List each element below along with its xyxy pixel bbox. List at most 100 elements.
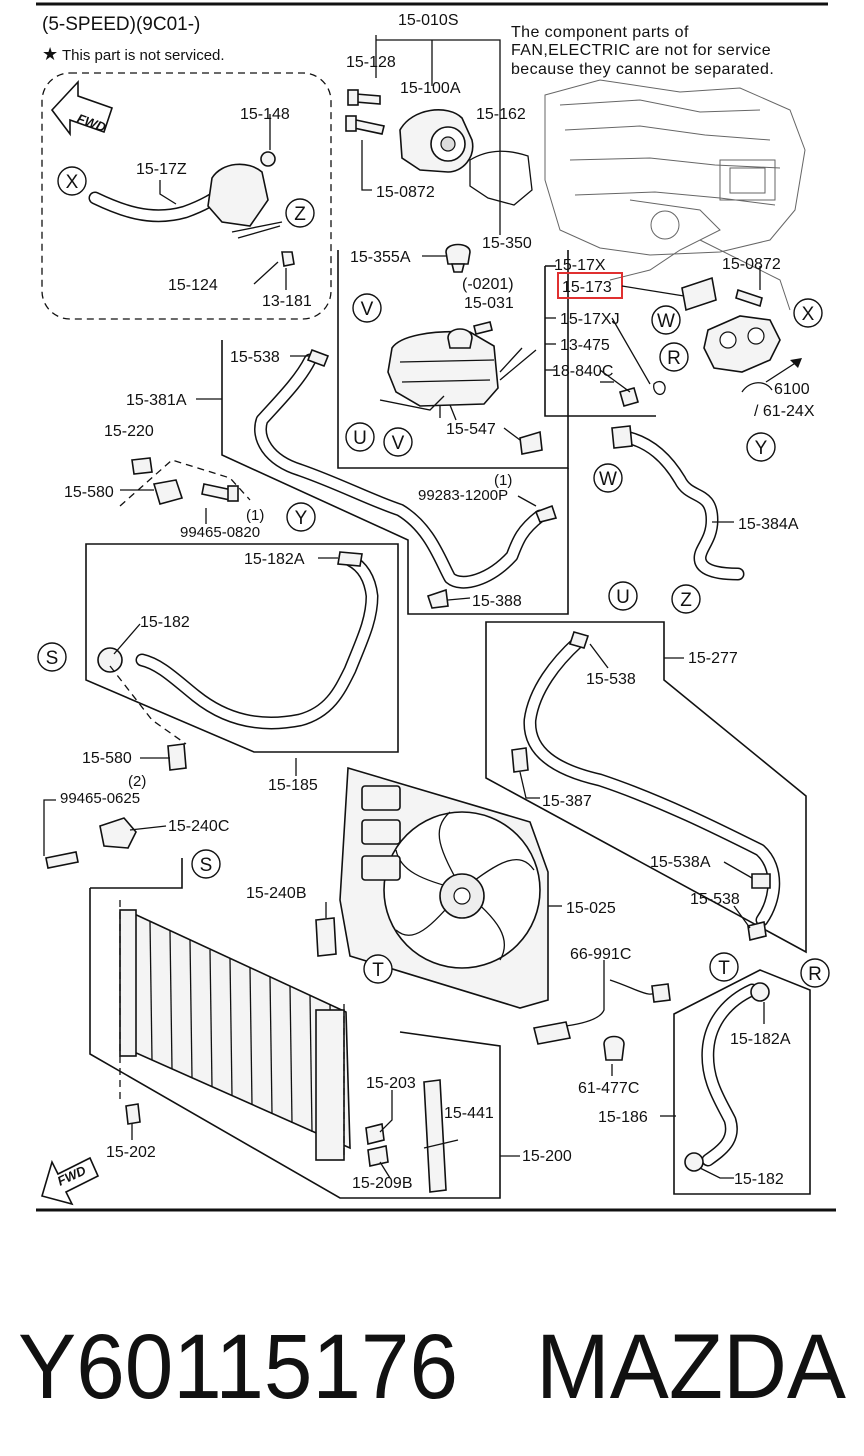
clip-15-387 <box>511 747 529 773</box>
callout-X-left: X <box>57 166 87 196</box>
callout-Z-inset: Z <box>285 198 315 228</box>
callout-Y-left: Y <box>286 502 316 532</box>
label-15-547: 15-547 <box>446 421 496 438</box>
callout-S-left: S <box>37 642 67 672</box>
note-line-2: FAN,ELECTRIC are not for service <box>511 42 771 59</box>
label-15-538-b: 15-538 <box>586 671 636 688</box>
bushing-15-240B <box>315 917 337 957</box>
hose-15-185-box <box>85 543 399 753</box>
svg-text:V: V <box>392 433 405 454</box>
plug-15-203 <box>365 1123 385 1145</box>
label-15-100A: 15-100A <box>400 80 461 97</box>
thermostat-box <box>544 265 656 417</box>
label-15-031: 15-031 <box>464 295 514 312</box>
fwd-arrow-bottom: FWD <box>41 1156 100 1206</box>
label-15-182A-b: 15-182A <box>730 1031 791 1048</box>
label-13-181: 13-181 <box>262 293 312 310</box>
label-61-477C: 61-477C <box>578 1080 639 1097</box>
shroud-vents <box>361 785 401 881</box>
callout-V-reservoir: V <box>383 427 413 457</box>
label-15-17Z: 15-17Z <box>136 161 187 178</box>
svg-text:T: T <box>372 960 384 981</box>
callout-U-mid: U <box>608 581 638 611</box>
label-15-025: 15-025 <box>566 900 616 917</box>
radiator-box <box>89 858 501 1199</box>
label-15-538-c: 15-538 <box>690 891 740 908</box>
clamp-15-182A-bottom <box>750 982 770 1002</box>
sensor-18-840C <box>619 387 639 407</box>
gasket-15-162 <box>469 150 533 206</box>
svg-text:T: T <box>718 958 730 979</box>
callout-U-reservoir: U <box>345 422 375 452</box>
svg-text:V: V <box>361 299 374 320</box>
label-15-388: 15-388 <box>472 593 522 610</box>
o-ring-13-475 <box>653 380 666 396</box>
mount-15-580-top <box>152 479 184 505</box>
label-15-350: 15-350 <box>482 235 532 252</box>
svg-text:X: X <box>66 172 79 193</box>
svg-text:Z: Z <box>680 590 692 611</box>
label-15-182-b: 15-182 <box>734 1171 784 1188</box>
gasket-15-173 <box>681 276 717 312</box>
label-15-387: 15-387 <box>542 793 592 810</box>
clamp-15-182A-top <box>337 551 363 567</box>
reservoir-tank <box>387 330 499 407</box>
svg-text:Z: Z <box>294 204 306 225</box>
legend-text: This part is not serviced. <box>62 47 225 64</box>
svg-text:U: U <box>616 587 630 608</box>
callout-W-mid: W <box>593 463 623 493</box>
callout-R-top: R <box>659 342 689 372</box>
clamp-15-182-bottom <box>684 1152 704 1172</box>
label-15-0872-a: 15-0872 <box>376 184 435 201</box>
label-15-186: 15-186 <box>598 1109 648 1126</box>
label-15-240B: 15-240B <box>246 885 307 902</box>
svg-text:R: R <box>808 964 822 985</box>
label-qty-1a: (1) <box>246 507 264 524</box>
label-0201: (-0201) <box>462 276 514 293</box>
wire-clip <box>231 221 283 239</box>
label-6100: 6100 <box>774 381 810 398</box>
mount-15-240C <box>99 817 137 849</box>
drain-15-202 <box>125 1103 141 1125</box>
bracket-15-220 <box>131 457 153 475</box>
hose-15-186-box <box>673 969 811 1195</box>
label-15-124: 15-124 <box>168 277 218 294</box>
label-15-148: 15-148 <box>240 106 290 123</box>
reservoir-bracket <box>379 347 537 411</box>
footer-brand: MAZDA <box>536 1316 847 1418</box>
label-15-355A: 15-355A <box>350 249 411 266</box>
label-66-991C: 66-991C <box>570 946 631 963</box>
label-15-162: 15-162 <box>476 106 526 123</box>
label-15-580-b: 15-580 <box>82 750 132 767</box>
note-line-1: The component parts of <box>511 24 689 41</box>
label-18-840C: 18-840C <box>552 363 613 380</box>
label-15-128: 15-128 <box>346 54 396 71</box>
label-99465-0625: 99465-0625 <box>60 790 140 807</box>
callout-V-top: V <box>352 293 382 323</box>
svg-text:W: W <box>599 469 617 490</box>
label-15-010S: 15-010S <box>398 12 459 29</box>
svg-text:S: S <box>200 855 213 876</box>
heater-fitting <box>207 163 269 227</box>
label-15-277: 15-277 <box>688 650 738 667</box>
hose-15-277 <box>523 635 781 927</box>
clamp-15-538A <box>751 873 771 889</box>
svg-text:S: S <box>46 648 59 669</box>
label-15-240C: 15-240C <box>168 818 229 835</box>
clamp-15-538-top <box>306 348 330 368</box>
cap-15-031 <box>473 321 493 335</box>
svg-text:Y: Y <box>755 438 768 459</box>
reservoir-box <box>337 250 569 469</box>
bolts-15-128 <box>345 89 385 135</box>
callout-T-right: T <box>709 952 739 982</box>
callout-W-right: W <box>651 305 681 335</box>
radiator-tank-right <box>315 1009 345 1161</box>
label-15-17X: 15-17X <box>554 257 606 274</box>
label-15-384A: 15-384A <box>738 516 799 533</box>
clip-15-209B <box>367 1145 389 1167</box>
label-15-0872-b: 15-0872 <box>722 256 781 273</box>
clamp-15-538-mid <box>568 631 590 649</box>
o-ring-15-148 <box>260 151 276 167</box>
clamp-15-538-bottom <box>747 921 767 941</box>
clamp-99283 <box>534 504 558 523</box>
